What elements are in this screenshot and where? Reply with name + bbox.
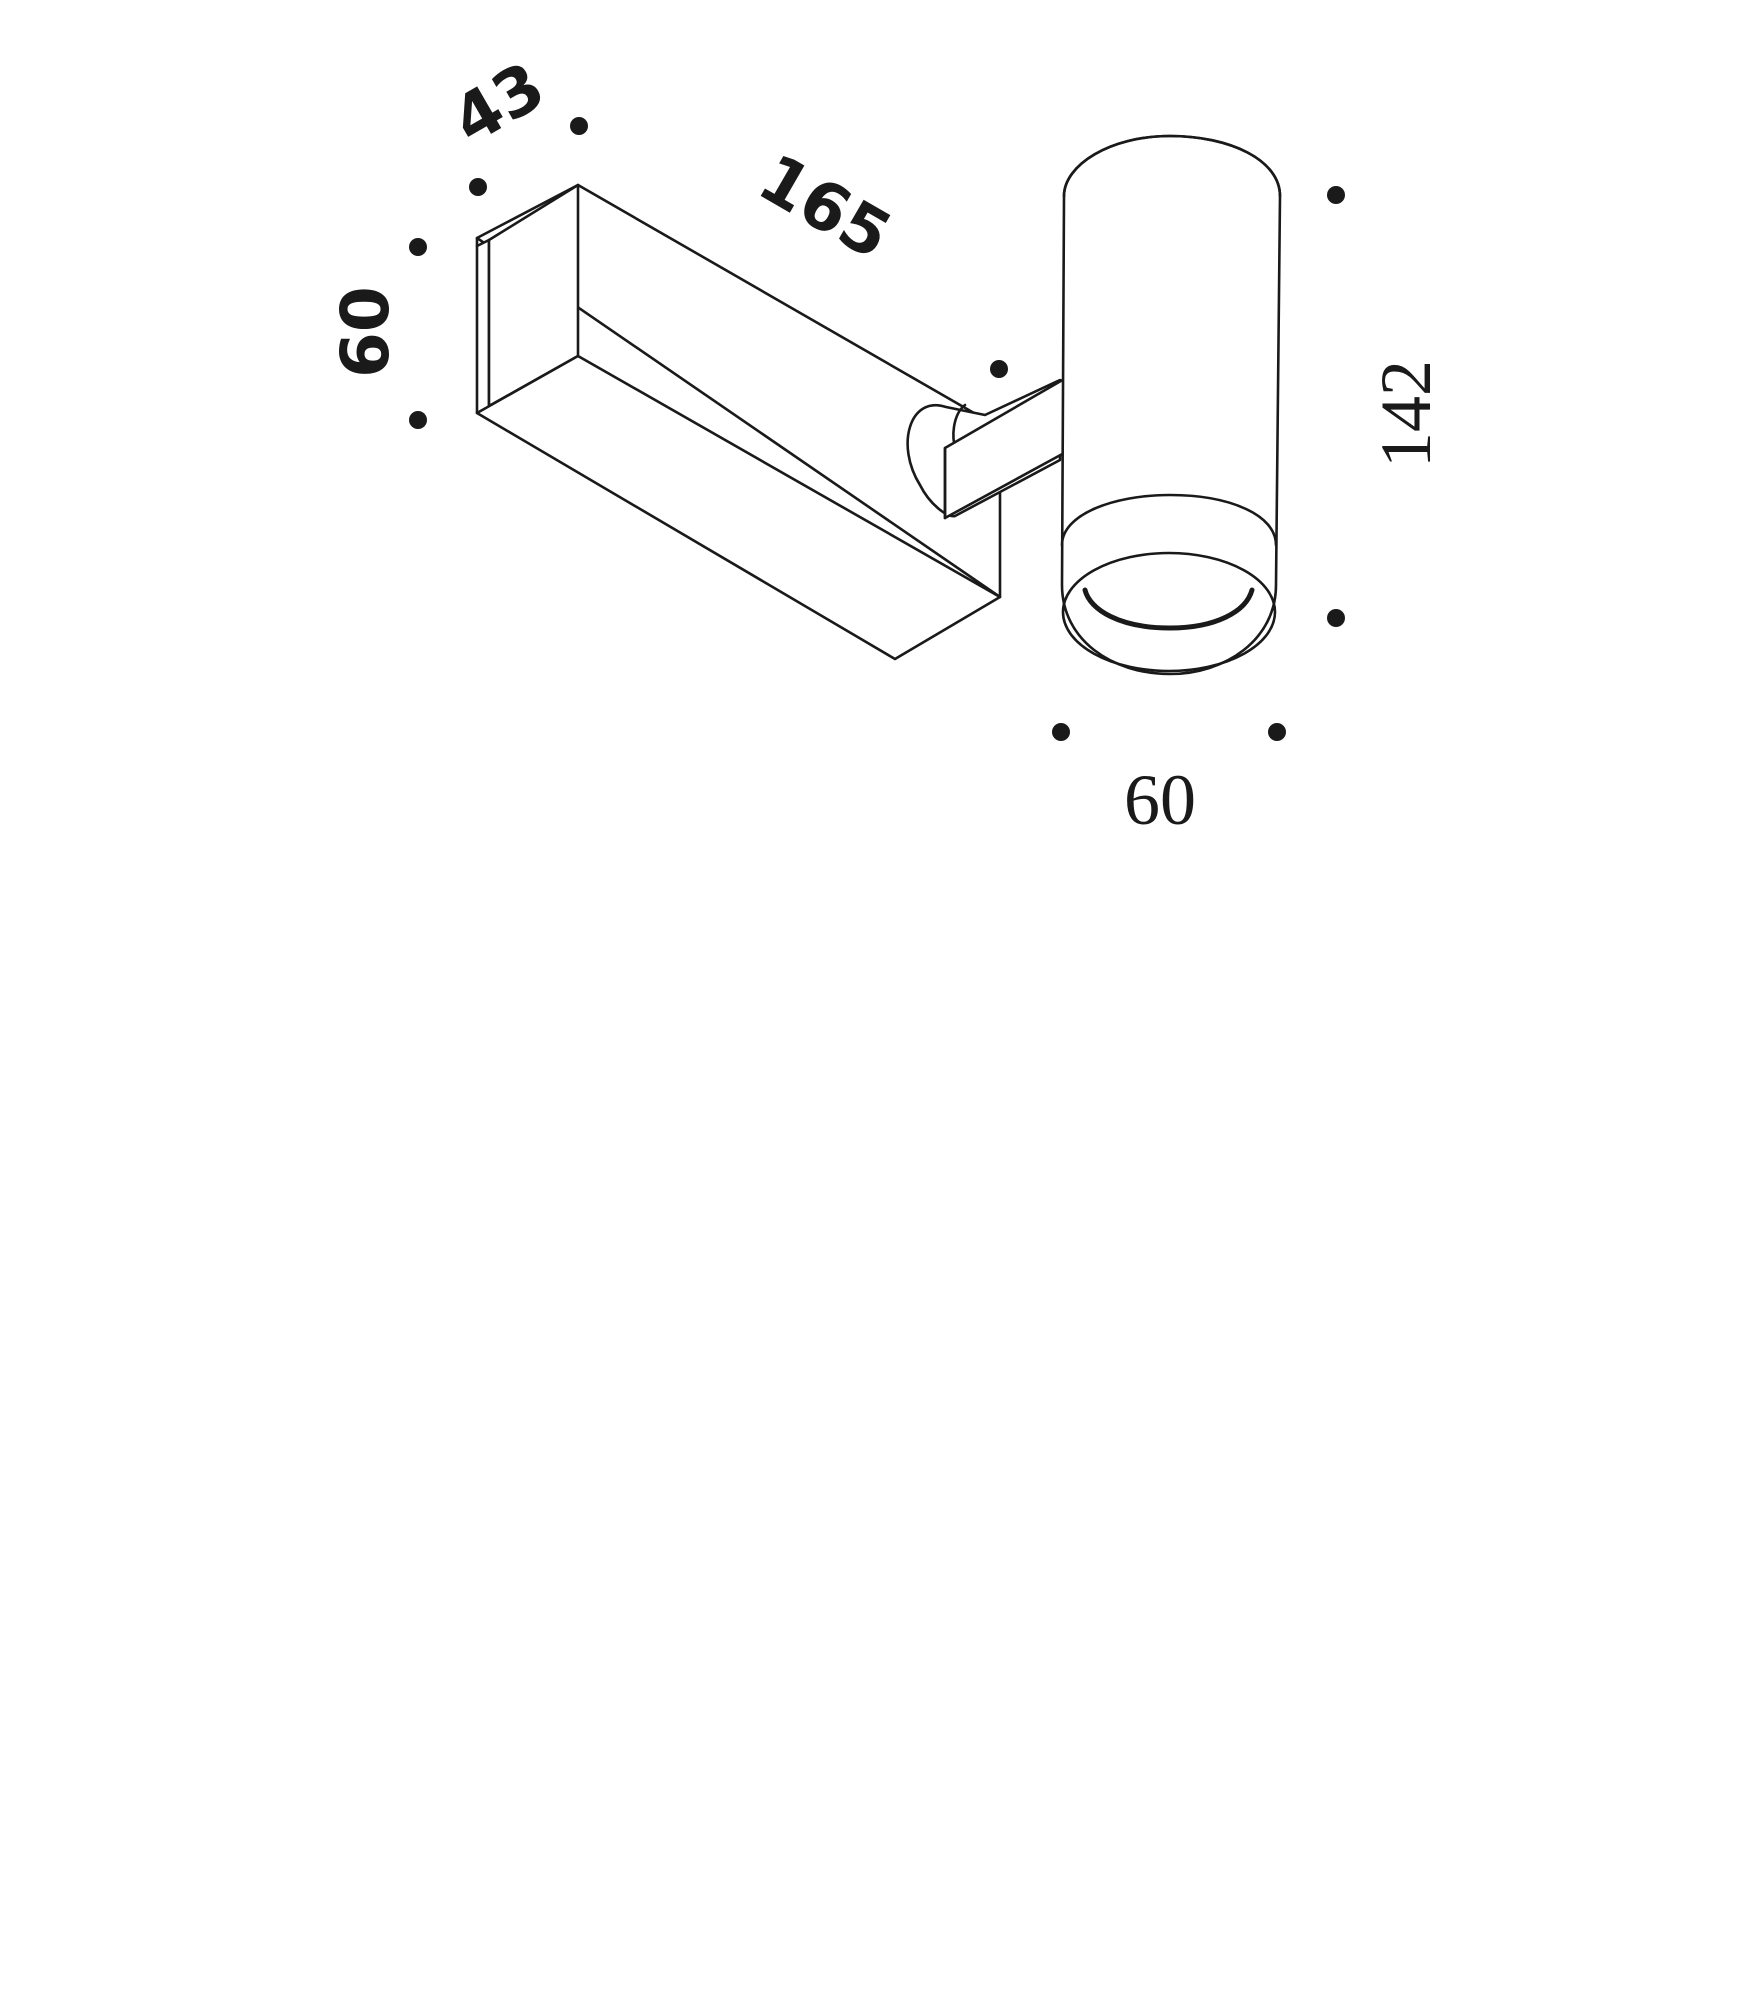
dot-height-top bbox=[409, 238, 427, 256]
label-length: 165 bbox=[746, 139, 904, 275]
label-cylinder-height: 142 bbox=[1366, 360, 1446, 468]
cylinder-lens bbox=[1082, 587, 1255, 631]
dot-cyl-dia-right bbox=[1268, 723, 1286, 741]
arm-bar bbox=[943, 376, 1068, 520]
dot-length-end bbox=[990, 360, 1008, 378]
dot-depth-bottom bbox=[469, 178, 487, 196]
base-body bbox=[475, 183, 1002, 661]
dot-height-bottom bbox=[409, 411, 427, 429]
cylinder-top-rim bbox=[1062, 134, 1282, 198]
label-height: 60 bbox=[327, 286, 404, 378]
dot-cyl-dia-left bbox=[1052, 723, 1070, 741]
swivel-arm bbox=[906, 376, 1068, 520]
dimension-dots bbox=[409, 117, 1345, 741]
dot-cyl-height-top bbox=[1327, 186, 1345, 204]
base-bottom-face bbox=[475, 354, 1002, 661]
base-end-face bbox=[475, 238, 491, 418]
cylinder-head bbox=[1060, 134, 1282, 676]
dot-depth-top bbox=[570, 117, 588, 135]
dot-cyl-height-bottom bbox=[1327, 609, 1345, 627]
cylinder-bezel bbox=[1061, 551, 1277, 673]
label-depth: 43 bbox=[440, 47, 558, 160]
cylinder-ring-edge bbox=[1060, 493, 1278, 547]
cylinder-body bbox=[1060, 134, 1282, 676]
label-cylinder-diameter: 60 bbox=[1124, 760, 1196, 840]
